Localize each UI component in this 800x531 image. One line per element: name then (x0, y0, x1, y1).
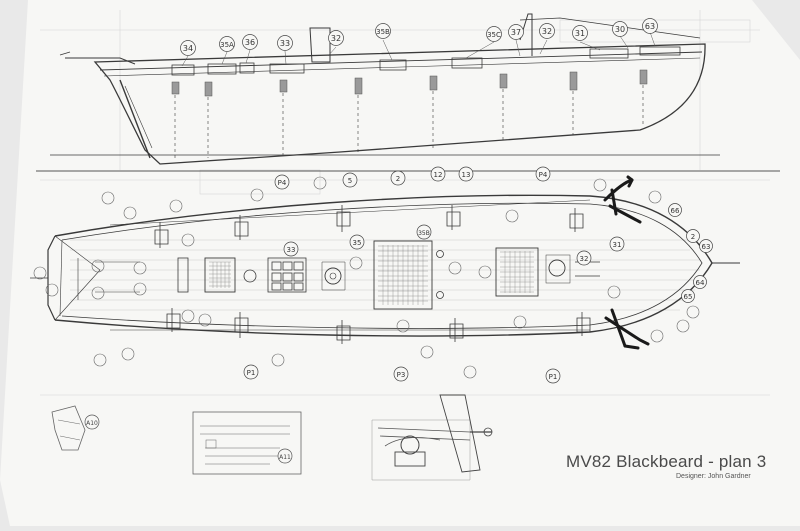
callout-label: 63 (702, 243, 711, 251)
callout-label: 64 (696, 279, 705, 287)
callout-label: 32 (542, 27, 552, 36)
callout-35a: 35A (219, 36, 235, 52)
callout-label: 63 (645, 22, 655, 31)
callout-label: 36 (245, 38, 255, 47)
callout-label: 32 (331, 34, 341, 43)
callout-deck-p1: P1 (243, 364, 259, 380)
profile-callouts: 34 35A 36 33 32 35B 35C 37 32 31 30 63 (180, 18, 658, 56)
callout-label: 31 (575, 29, 585, 38)
callout-deck-13: 13 (458, 166, 474, 182)
deck-callouts: 2 P4 5 12 13 P4 33 35 35B 31 32 P1 P3 P1… (243, 166, 713, 384)
callout-label: 31 (613, 241, 622, 249)
callout-deck-33: 33 (283, 241, 299, 257)
callout-label: 35 (353, 239, 362, 247)
hull-profile (50, 13, 720, 165)
callout-33: 33 (277, 35, 293, 51)
callout-label: 65 (684, 293, 693, 301)
callout-label: 35A (220, 41, 234, 49)
callout-34: 34 (180, 40, 196, 56)
callout-label: 2 (396, 175, 400, 183)
callout-label: 33 (280, 39, 290, 48)
callout-32: 32 (328, 30, 344, 46)
callout-deck-p4b: P4 (535, 166, 551, 182)
callout-a10: A10 (84, 414, 100, 430)
callout-label: P3 (397, 371, 406, 379)
callout-label: 32 (580, 255, 589, 263)
callout-deck-p4: P4 (274, 174, 290, 190)
minor-callout-markers (33, 176, 700, 379)
anchor-bottom (604, 308, 650, 350)
callout-bow-66: 66 (668, 203, 682, 217)
anchor-top (603, 175, 642, 224)
callout-label: 35B (418, 230, 430, 237)
callout-35b: 35B (375, 23, 391, 39)
callout-31: 31 (572, 25, 588, 41)
deck-plan (30, 194, 740, 344)
callout-deck-32: 32 (576, 250, 592, 266)
profile-leaders (181, 31, 656, 67)
callout-deck-35: 35 (349, 234, 365, 250)
callout-bow-65: 65 (681, 289, 695, 303)
callout-bow-2: 2 (686, 229, 700, 243)
callout-bow-63: 63 (699, 239, 713, 253)
plan-title: MV82 Blackbeard - plan 3 (566, 452, 767, 471)
callout-deck-5: 5 (342, 172, 358, 188)
callout-label: P4 (278, 179, 287, 187)
callout-label: 37 (511, 28, 521, 37)
callout-label: 2 (691, 233, 695, 241)
callout-35c: 35C (486, 26, 502, 42)
callout-label: 66 (671, 207, 680, 215)
callout-63: 63 (642, 18, 658, 34)
callout-label: P1 (549, 373, 558, 381)
callout-label: P4 (539, 171, 548, 179)
callout-label: P1 (247, 369, 256, 377)
callout-label: 34 (183, 44, 193, 53)
callout-label: 35C (487, 31, 501, 39)
callout-36: 36 (242, 34, 258, 50)
designer-credit: Designer: John Gardner (676, 473, 751, 480)
callout-deck-31: 31 (609, 236, 625, 252)
title-block: MV82 Blackbeard - plan 3 Designer: John … (566, 452, 766, 480)
callout-label: 5 (348, 177, 352, 185)
callout-deck-2: 2 (390, 170, 406, 186)
callout-30: 30 (612, 21, 628, 37)
callout-32b: 32 (539, 23, 555, 39)
callout-a11: A11 (277, 448, 293, 464)
callout-label: A11 (279, 454, 291, 461)
callout-label: 35B (376, 28, 390, 36)
callout-label: 33 (287, 246, 296, 254)
detail-drawings (51, 394, 493, 481)
callout-label: 13 (462, 171, 471, 179)
callout-deck-p3: P3 (393, 366, 409, 382)
callout-label: A10 (86, 420, 98, 427)
detail-callouts: A10 A11 (84, 414, 293, 464)
callout-37: 37 (508, 24, 524, 40)
callout-label: 30 (615, 25, 625, 34)
callout-deck-12: 12 (430, 166, 446, 182)
callout-bow-64: 64 (693, 275, 707, 289)
callout-label: 12 (434, 171, 443, 179)
callout-deck-35b: 35B (416, 224, 432, 240)
callout-deck-p1b: P1 (545, 368, 561, 384)
